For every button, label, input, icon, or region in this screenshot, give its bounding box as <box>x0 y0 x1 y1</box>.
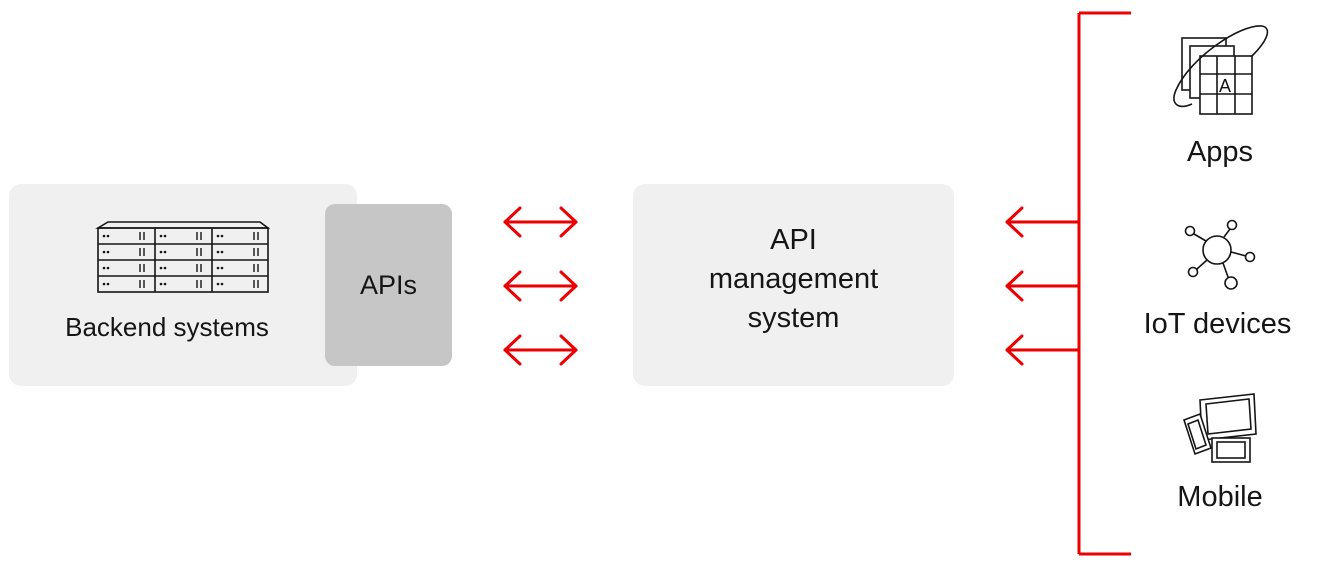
clients-bracket <box>1077 11 1131 556</box>
mobile-label: Mobile <box>1177 481 1263 513</box>
left-arrow-3 <box>1005 334 1081 366</box>
bidirectional-arrow-1 <box>503 206 578 238</box>
iot-network-icon <box>1184 219 1256 290</box>
backend-systems-label: Backend systems <box>65 312 269 342</box>
apps-label: Apps <box>1186 136 1254 168</box>
apis-label: APIs <box>359 270 418 300</box>
api-management-box <box>633 184 954 386</box>
api-management-line-1: API <box>770 224 817 256</box>
left-arrow-2 <box>1005 270 1081 302</box>
iot-devices-label: IoT devices <box>1143 308 1292 340</box>
bidirectional-arrow-2 <box>503 270 578 302</box>
svg-text:A: A <box>1219 76 1231 96</box>
bidirectional-arrow-3 <box>503 334 578 366</box>
backend-systems-box <box>9 184 357 386</box>
server-rack-icon <box>95 221 271 293</box>
apis-box <box>325 204 452 366</box>
api-management-line-2: management <box>708 263 879 295</box>
api-management-label: API management system <box>633 221 954 338</box>
api-management-line-3: system <box>747 302 840 334</box>
left-arrow-1 <box>1005 206 1081 238</box>
apps-icon: A <box>1173 25 1269 115</box>
mobile-devices-icon <box>1183 393 1257 463</box>
